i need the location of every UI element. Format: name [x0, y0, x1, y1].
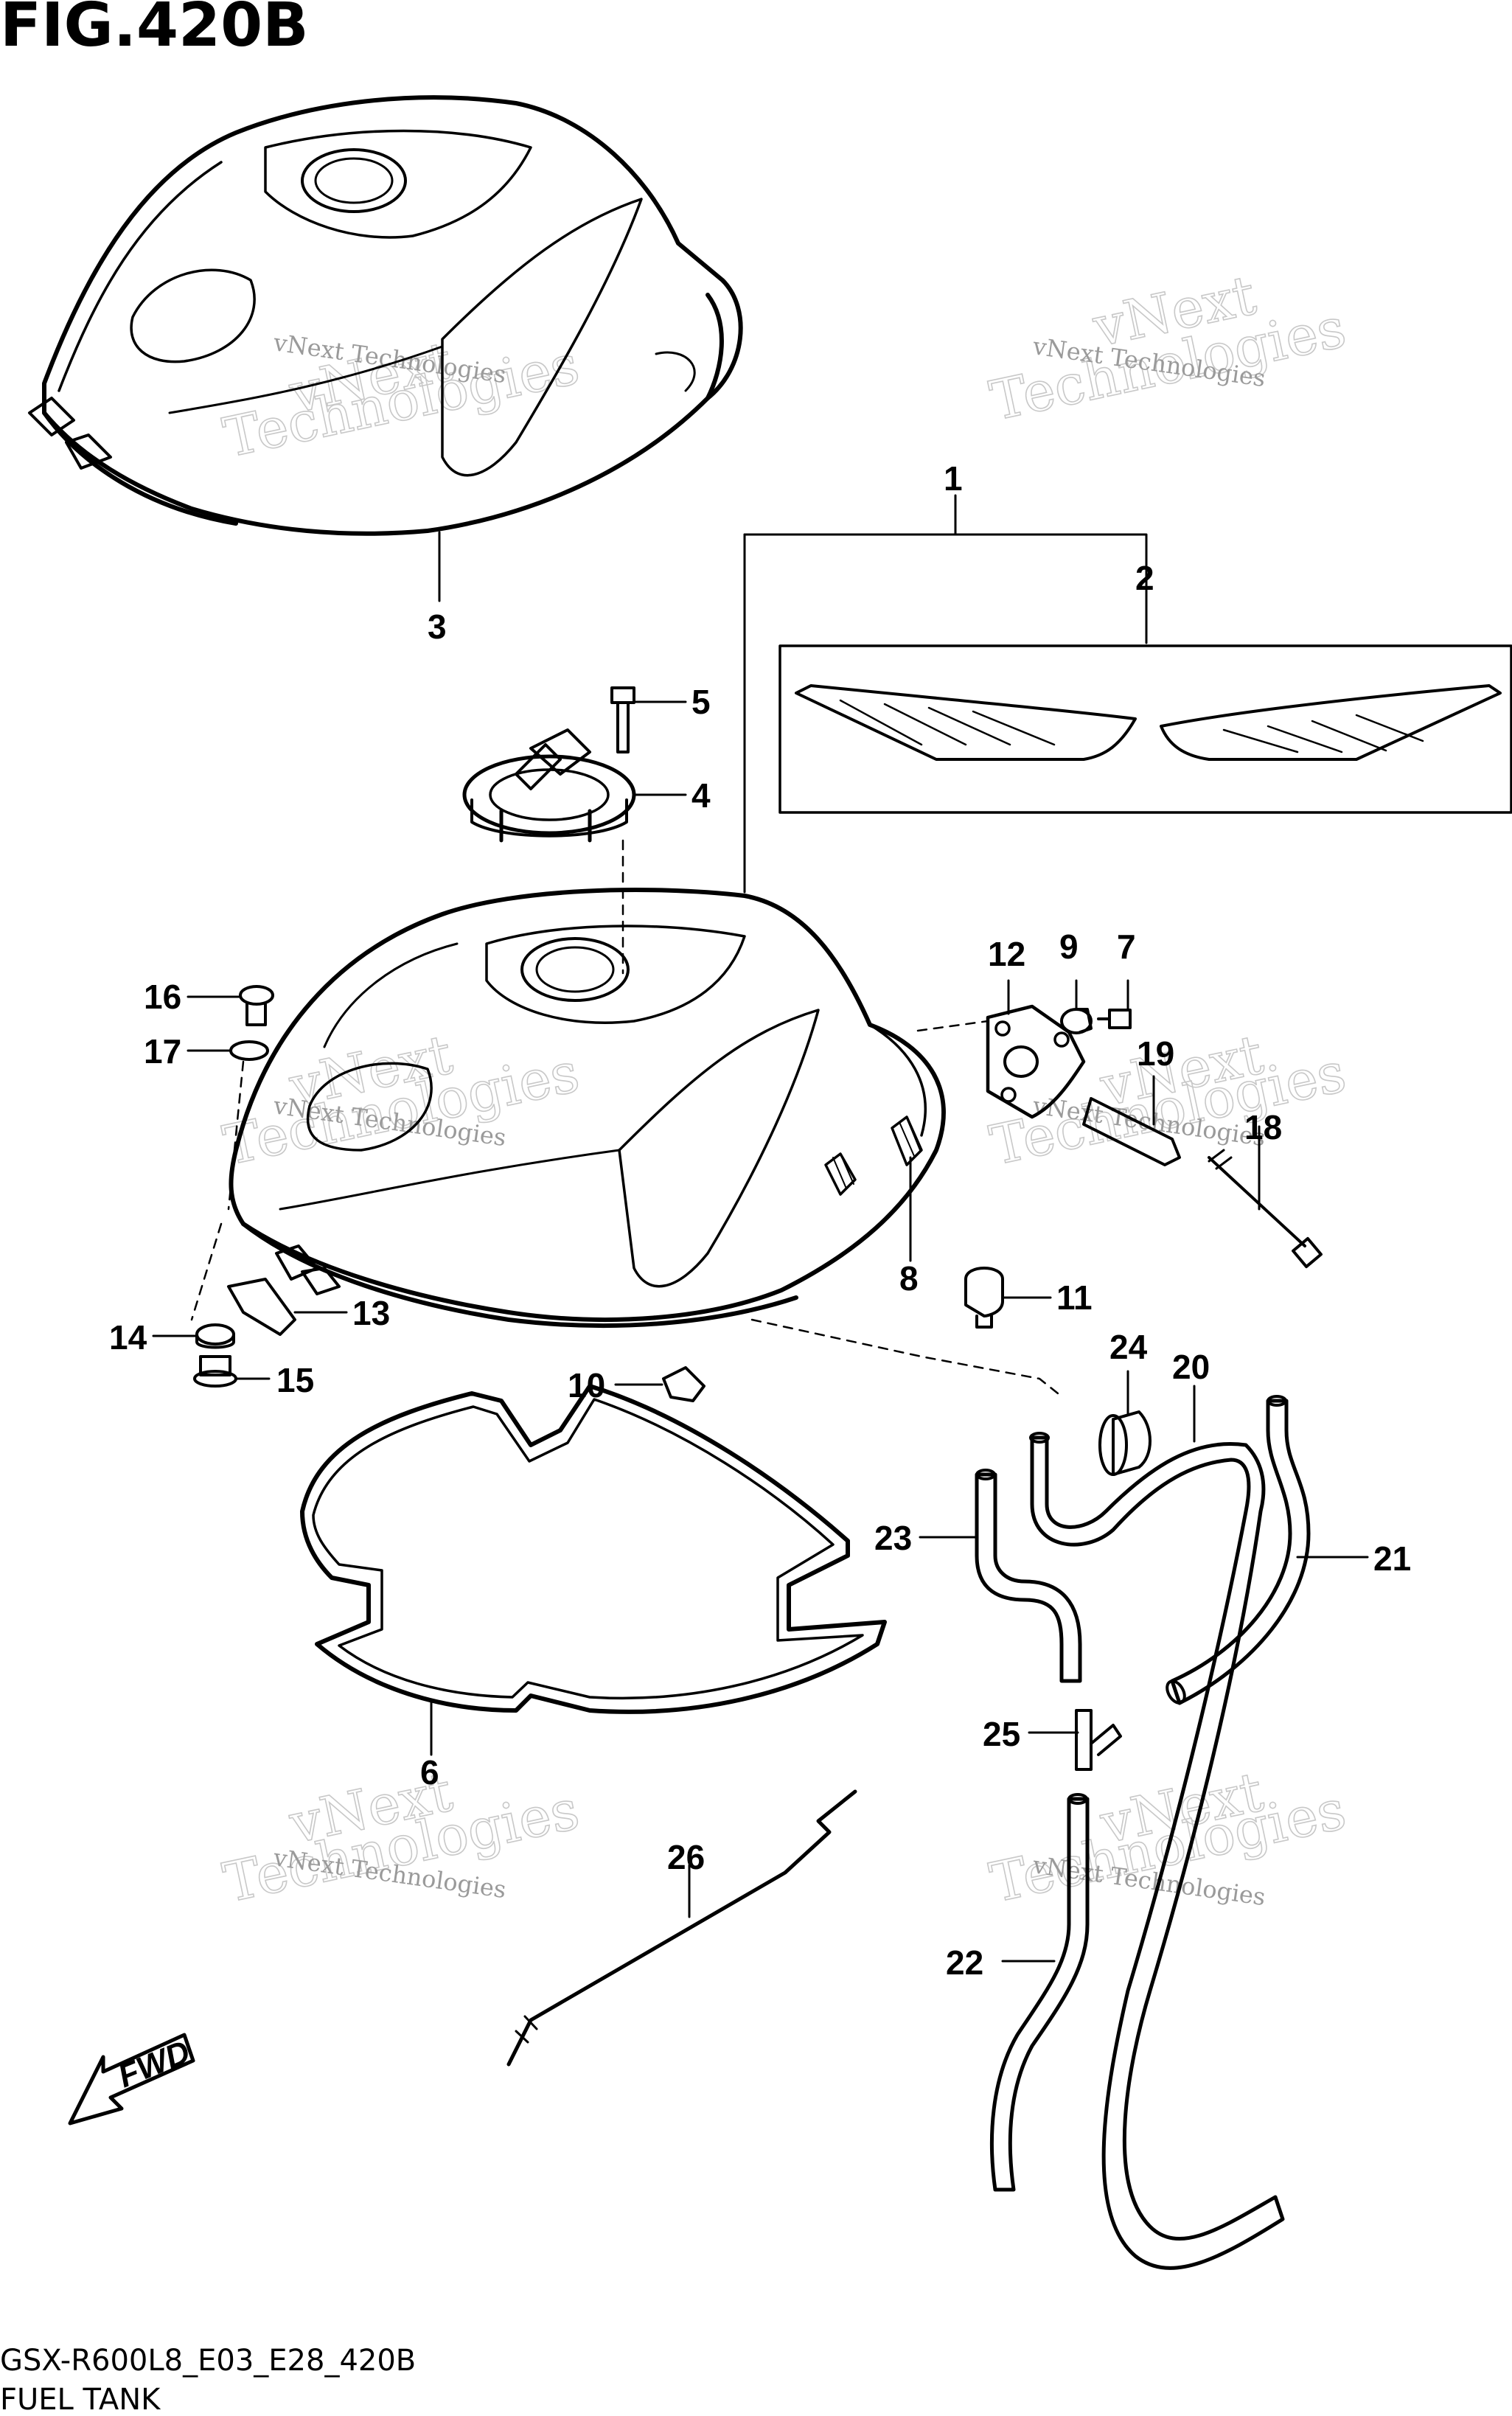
callout-14: 14 — [109, 1318, 147, 1357]
callout-19: 19 — [1137, 1034, 1174, 1073]
part-24-damper — [1098, 1410, 1152, 1476]
part-18-bolt — [1208, 1149, 1323, 1269]
model-code: GSX-R600L8_E03_E28_420B — [0, 2344, 416, 2378]
watermark-3: vNext Technologies vNext Technologies — [217, 1023, 585, 1179]
watermark-6: vNext Technologies vNext Technologies — [984, 1760, 1352, 1916]
callout-10: 10 — [568, 1366, 605, 1404]
part-10-clamp — [662, 1366, 706, 1402]
callout-12: 12 — [988, 935, 1025, 973]
callout-22: 22 — [946, 1943, 983, 1982]
callout-25: 25 — [983, 1715, 1020, 1753]
part-3-tank-cover — [28, 95, 743, 536]
part-11-valve — [964, 1267, 1004, 1329]
part-13-damper — [227, 1278, 296, 1336]
assembly-line-20 — [750, 1318, 1059, 1395]
callout-8: 8 — [899, 1259, 919, 1298]
callout-5: 5 — [691, 683, 711, 721]
callout-26: 26 — [667, 1838, 705, 1876]
assembly-line-16 — [227, 1060, 245, 1211]
fuel-tank-body — [229, 888, 946, 1329]
part-21-hose — [1166, 1395, 1311, 1705]
part-12-bracket — [986, 1004, 1086, 1119]
callout-9: 9 — [1059, 927, 1079, 966]
callout-15: 15 — [276, 1361, 314, 1399]
assembly-line-12 — [916, 1020, 989, 1032]
callout-13: 13 — [352, 1294, 390, 1332]
callout-6: 6 — [420, 1753, 439, 1792]
part-6-gasket — [300, 1384, 887, 1714]
part-23-hose — [975, 1469, 1082, 1683]
part-25-fitting — [1075, 1709, 1122, 1771]
callout-3: 3 — [428, 608, 447, 646]
callout-24: 24 — [1109, 1328, 1148, 1366]
fwd-arrow-icon — [68, 2033, 195, 2126]
callout-4: 4 — [691, 776, 711, 815]
part-5-screw — [610, 686, 635, 753]
callout-23: 23 — [874, 1519, 912, 1557]
callout-2: 2 — [1135, 559, 1154, 597]
part-20-hose — [1029, 1432, 1285, 2270]
callout-17: 17 — [144, 1032, 181, 1071]
emblem-box — [778, 644, 1512, 814]
callout-11: 11 — [1056, 1278, 1093, 1317]
callout-16: 16 — [144, 978, 181, 1016]
part-26-rod — [506, 1789, 857, 2067]
part-7-bolt — [1097, 1009, 1132, 1029]
fwd-label: FWD — [113, 2033, 195, 2095]
part-14-cushion — [195, 1323, 235, 1349]
part-4-fuel-cap — [462, 728, 636, 843]
callout-7: 7 — [1117, 927, 1136, 966]
callout-21: 21 — [1373, 1539, 1411, 1578]
part-2-emblem-right — [1160, 684, 1502, 761]
callout-20: 20 — [1172, 1348, 1210, 1386]
watermark-2: vNext Technologies vNext Technologies — [984, 263, 1352, 434]
part-2-emblem-left — [795, 684, 1137, 761]
figure-name: FUEL TANK — [0, 2383, 161, 2412]
callout-18: 18 — [1244, 1108, 1282, 1146]
watermark-1: vNext Technologies vNext Technologies — [217, 328, 585, 470]
watermark-5: vNext Technologies vNext Technologies — [217, 1760, 585, 1916]
part-15-collar — [193, 1355, 237, 1388]
part-9-collar — [1060, 1008, 1093, 1034]
part-19-sleeve — [1082, 1097, 1181, 1166]
part-17-washer — [229, 1040, 269, 1061]
bracket-1 — [743, 533, 1148, 597]
callout-1: 1 — [944, 459, 963, 498]
assembly-line-14 — [190, 1222, 223, 1321]
part-16-bolt — [239, 985, 274, 1026]
figure-title: FIG.420B — [0, 0, 309, 60]
part-22-hose — [989, 1793, 1090, 2192]
